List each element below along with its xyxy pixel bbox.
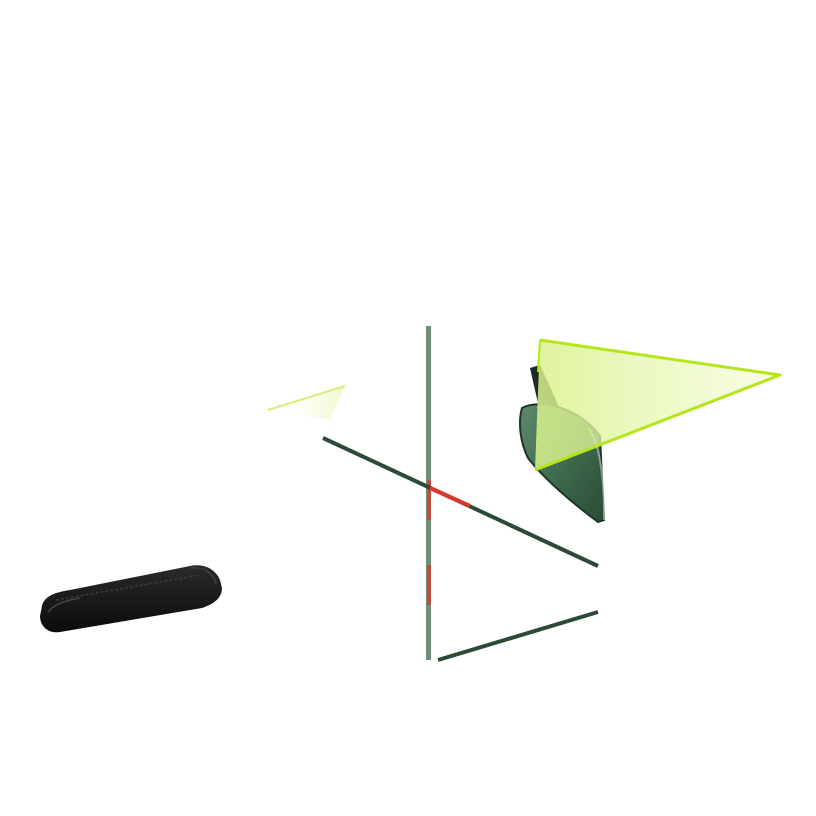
vertical-line-strip <box>426 326 431 660</box>
carry-pouch <box>40 565 222 633</box>
laser-plane-left <box>267 385 346 420</box>
laser-plane-right <box>534 338 782 472</box>
housing-edges <box>322 436 599 662</box>
